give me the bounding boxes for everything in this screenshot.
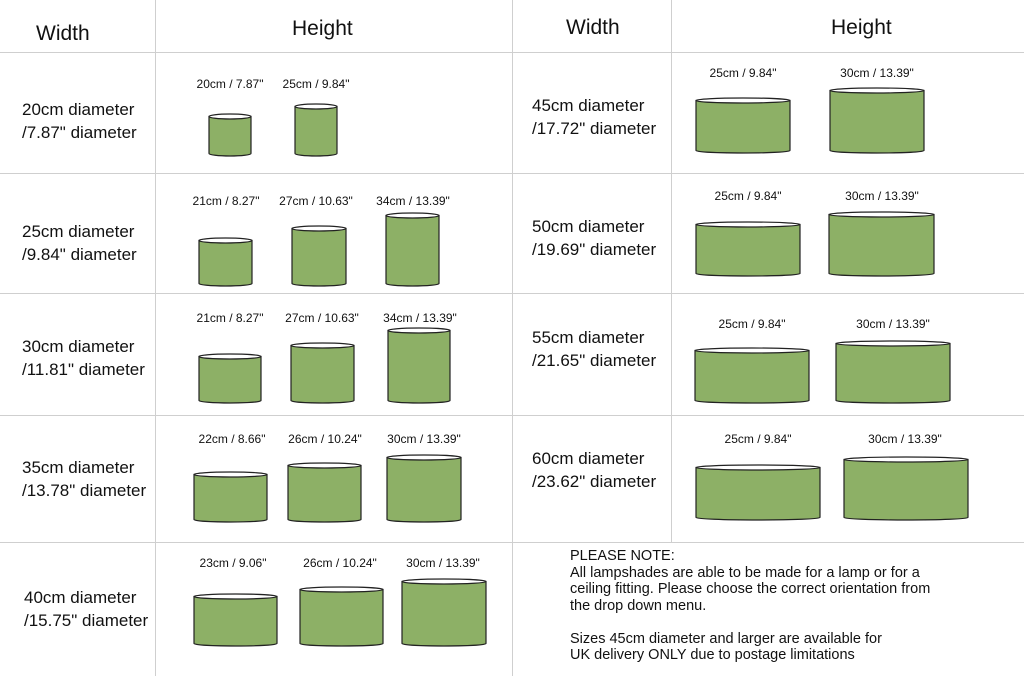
- width-label-20cm: 20cm diameter /7.87" diameter: [22, 98, 137, 144]
- width-label-line: /15.75" diameter: [24, 611, 149, 630]
- width-label-60cm: 60cm diameter /23.62" diameter: [532, 447, 656, 493]
- width-label-line: /11.81" diameter: [22, 360, 145, 379]
- size-label: 27cm / 10.63": [285, 311, 359, 325]
- lampshade-cylinder: [835, 340, 951, 404]
- width-label-55cm: 55cm diameter /21.65" diameter: [532, 326, 656, 372]
- lampshade-cylinder: [828, 211, 935, 277]
- lampshade-cylinder: [287, 462, 362, 523]
- note-spacer: [570, 614, 990, 631]
- width-label-30cm: 30cm diameter /11.81" diameter: [22, 335, 145, 381]
- lampshade-cylinder: [401, 578, 487, 647]
- lampshade-cylinder: [695, 464, 821, 521]
- size-label: 30cm / 13.39": [845, 189, 919, 203]
- lampshade-cylinder: [294, 103, 338, 157]
- note-line: All lampshades are able to be made for a…: [570, 564, 920, 581]
- size-label: 30cm / 13.39": [387, 432, 461, 446]
- width-label-line: 35cm diameter: [22, 458, 135, 477]
- width-label-25cm: 25cm diameter /9.84" diameter: [22, 220, 137, 266]
- lampshade-cylinder: [386, 454, 462, 523]
- lampshade-cylinder: [695, 221, 801, 277]
- lampshade-cylinder: [385, 212, 440, 287]
- lampshade-cylinder: [695, 97, 791, 154]
- grid-line-vertical-2: [512, 0, 513, 676]
- size-label: 22cm / 8.66": [198, 432, 266, 446]
- width-label-line: 30cm diameter: [22, 337, 135, 356]
- grid-line-horizontal-5: [0, 542, 1024, 543]
- grid-line-horizontal-1: [0, 52, 1024, 53]
- width-label-line: 60cm diameter: [532, 449, 645, 468]
- header-width-left: Width: [36, 22, 90, 45]
- size-label: 27cm / 10.63": [279, 194, 353, 208]
- lampshade-cylinder: [290, 342, 355, 404]
- width-label-40cm: 40cm diameter /15.75" diameter: [24, 586, 148, 632]
- size-label: 25cm / 9.84": [718, 317, 786, 331]
- size-label: 25cm / 9.84": [714, 189, 782, 203]
- grid-line-horizontal-2: [0, 173, 1024, 174]
- lampshade-cylinder: [208, 113, 252, 157]
- lampshade-cylinder: [291, 225, 347, 287]
- size-label: 26cm / 10.24": [288, 432, 362, 446]
- please-note-text: PLEASE NOTE: All lampshades are able to …: [570, 548, 990, 664]
- width-label-line: /21.65" diameter: [532, 351, 657, 370]
- size-label: 25cm / 9.84": [709, 66, 777, 80]
- size-label: 30cm / 13.39": [840, 66, 914, 80]
- width-label-line: /23.62" diameter: [532, 472, 657, 491]
- header-width-right: Width: [566, 16, 620, 39]
- width-label-50cm: 50cm diameter /19.69" diameter: [532, 215, 656, 261]
- size-label: 23cm / 9.06": [199, 556, 267, 570]
- size-label: 25cm / 9.84": [282, 77, 350, 91]
- width-label-line: 55cm diameter: [532, 328, 645, 347]
- width-label-line: /9.84" diameter: [22, 245, 137, 264]
- lampshade-cylinder: [694, 347, 810, 404]
- width-label-line: /13.78" diameter: [22, 481, 147, 500]
- width-label-45cm: 45cm diameter /17.72" diameter: [532, 94, 656, 140]
- lampshade-cylinder: [299, 586, 384, 647]
- size-label: 20cm / 7.87": [196, 77, 264, 91]
- width-label-line: 40cm diameter: [24, 588, 137, 607]
- note-line: UK delivery ONLY due to postage limitati…: [570, 647, 855, 663]
- size-label: 26cm / 10.24": [303, 556, 377, 570]
- size-label: 30cm / 13.39": [856, 317, 930, 331]
- lampshade-cylinder: [193, 471, 268, 523]
- lampshade-cylinder: [198, 237, 253, 287]
- grid-line-vertical-3: [671, 0, 672, 542]
- grid-line-horizontal-3: [0, 293, 1024, 294]
- header-height-left: Height: [292, 17, 353, 40]
- note-line: the drop down menu.: [570, 597, 707, 614]
- width-label-35cm: 35cm diameter /13.78" diameter: [22, 456, 146, 502]
- grid-line-vertical-1: [155, 0, 156, 676]
- width-label-line: 25cm diameter: [22, 222, 135, 241]
- lampshade-cylinder: [829, 87, 925, 154]
- size-label: 34cm / 13.39": [383, 311, 457, 325]
- lampshade-cylinder: [387, 327, 451, 404]
- width-label-line: /7.87" diameter: [22, 123, 137, 142]
- lampshade-cylinder: [193, 593, 278, 647]
- header-height-right: Height: [831, 16, 892, 39]
- note-line: Sizes 45cm diameter and larger are avail…: [570, 630, 882, 647]
- width-label-line: 45cm diameter: [532, 96, 645, 115]
- size-label: 30cm / 13.39": [868, 432, 942, 446]
- width-label-line: /19.69" diameter: [532, 240, 657, 259]
- note-line: ceiling fitting. Please choose the corre…: [570, 581, 931, 597]
- size-label: 21cm / 8.27": [192, 194, 260, 208]
- size-label: 21cm / 8.27": [196, 311, 264, 325]
- width-label-line: 50cm diameter: [532, 217, 645, 236]
- grid-line-horizontal-4: [0, 415, 1024, 416]
- width-label-line: 20cm diameter: [22, 100, 135, 119]
- width-label-line: /17.72" diameter: [532, 119, 657, 138]
- size-label: 25cm / 9.84": [724, 432, 792, 446]
- note-line: PLEASE NOTE:: [570, 548, 675, 564]
- lampshade-cylinder: [198, 353, 262, 404]
- size-label: 34cm / 13.39": [376, 194, 450, 208]
- lampshade-cylinder: [843, 456, 969, 521]
- size-label: 30cm / 13.39": [406, 556, 480, 570]
